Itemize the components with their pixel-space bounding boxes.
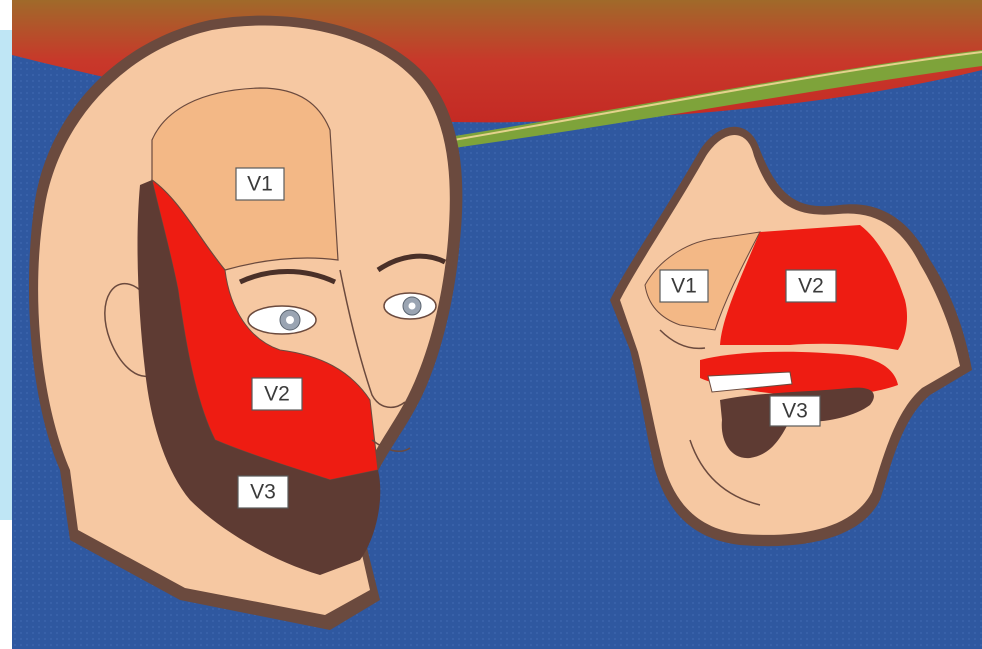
- front-v3-label: V3: [238, 476, 288, 508]
- svg-text:V2: V2: [798, 275, 824, 298]
- svg-text:V3: V3: [782, 400, 808, 423]
- svg-text:V1: V1: [247, 173, 273, 196]
- svg-text:V2: V2: [264, 383, 290, 406]
- left-slide-strip: [0, 30, 14, 520]
- nasal-v1-label: V1: [660, 270, 708, 302]
- front-v1-label: V1: [236, 168, 284, 200]
- nasal-v3-label: V3: [770, 396, 820, 426]
- svg-text:V3: V3: [250, 481, 276, 504]
- svg-text:V1: V1: [671, 275, 697, 298]
- nasal-v2-label: V2: [786, 270, 836, 302]
- front-v2-label: V2: [252, 378, 302, 410]
